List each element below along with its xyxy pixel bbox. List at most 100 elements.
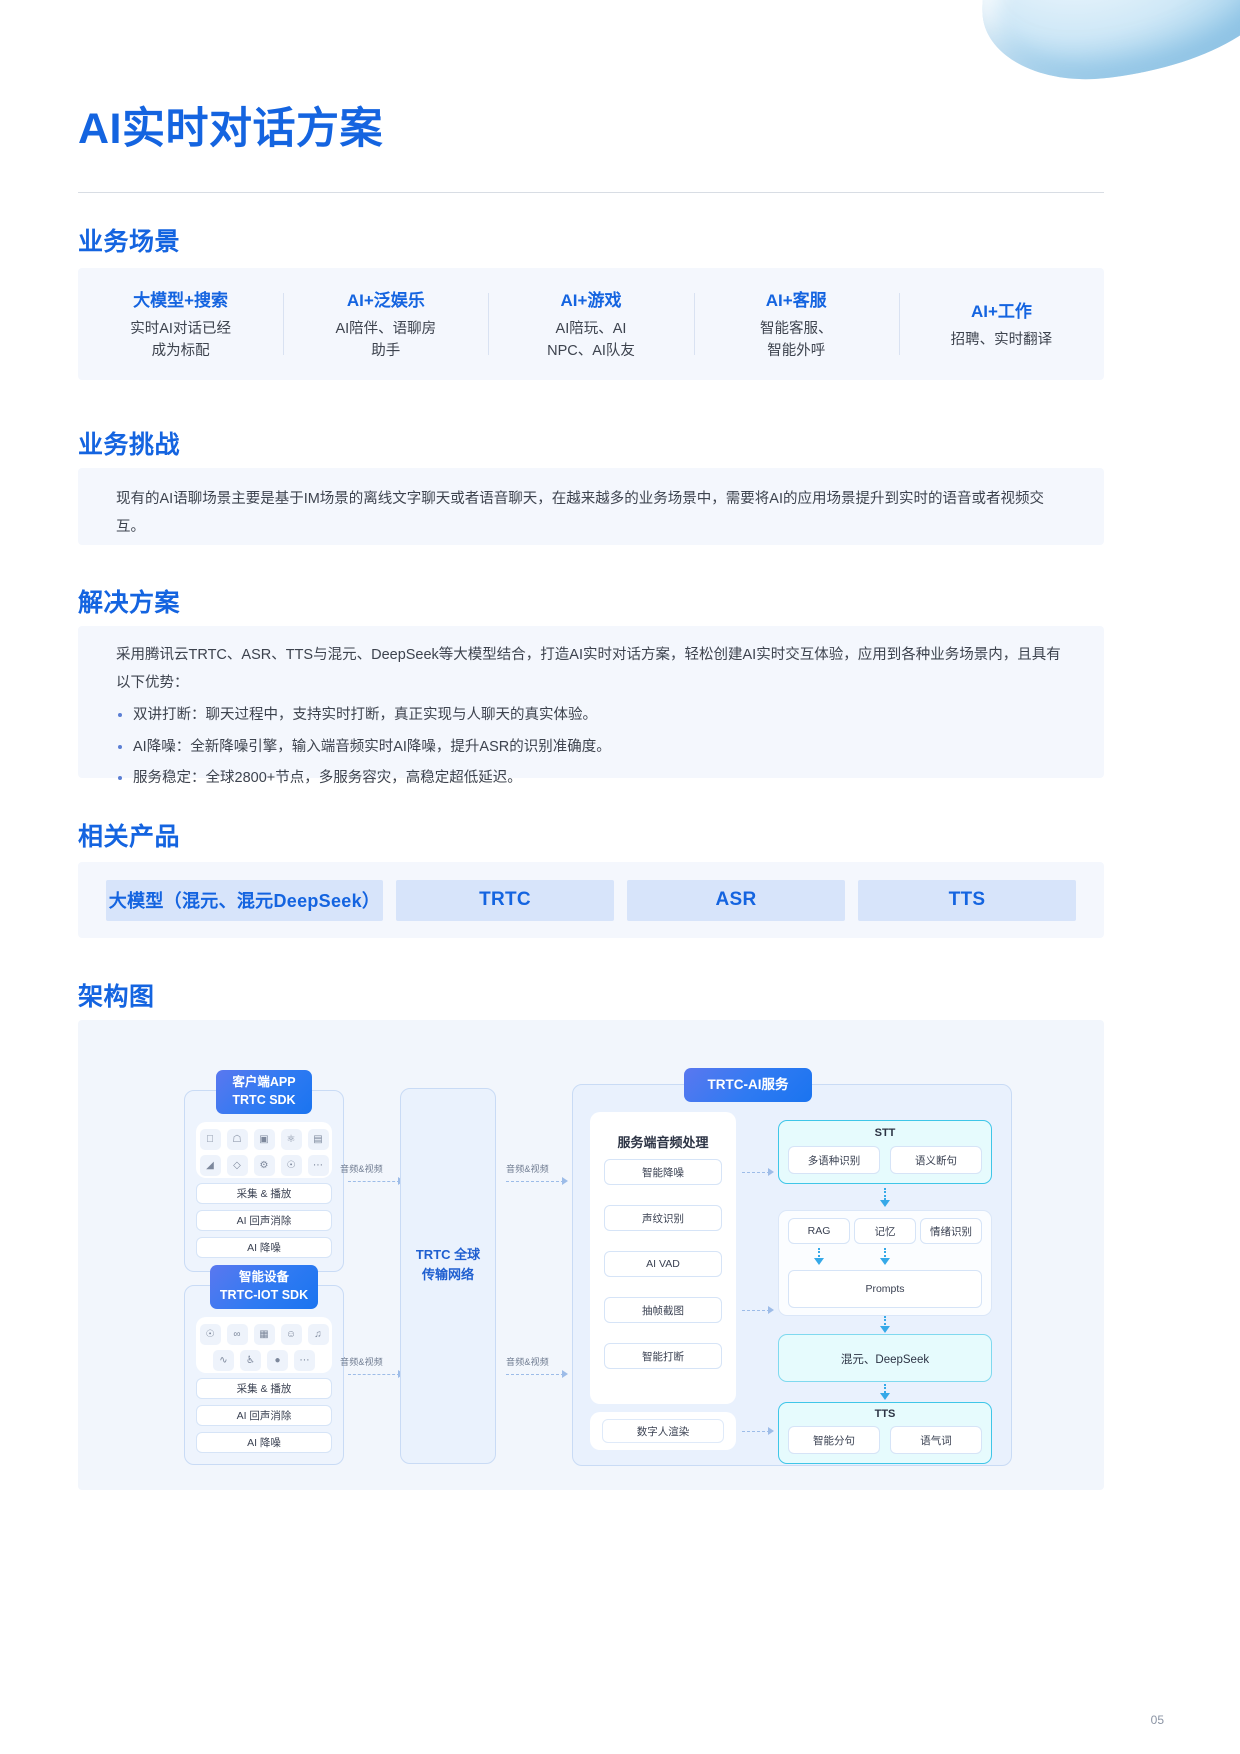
- arrow-icon: [880, 1258, 890, 1265]
- more-icon: ⋯: [307, 1155, 329, 1176]
- device-item-capture: 采集 & 播放: [196, 1378, 332, 1399]
- section-heading-scenarios: 业务场景: [78, 228, 181, 256]
- context-item-0: RAG: [788, 1218, 850, 1244]
- headset-icon: ♿: [240, 1350, 261, 1371]
- flow-arrow-3: [506, 1374, 564, 1375]
- trtc-ai-service-tag: TRTC-AI服务: [684, 1068, 812, 1102]
- settings-icon: ⚙: [253, 1155, 275, 1176]
- android-icon: ☖: [226, 1129, 248, 1150]
- list-item: 服务稳定：全球2800+节点，多服务容灾，高稳定超低延迟。: [116, 767, 1068, 789]
- audio-item-2: AI VAD: [604, 1251, 722, 1277]
- section-heading-architecture: 架构图: [78, 983, 155, 1011]
- llm-item-label: 混元、DeepSeek: [840, 1354, 930, 1366]
- scenario-title: 大模型+搜索: [133, 290, 229, 310]
- client-app-tag-line1: 客户端APP: [232, 1075, 296, 1090]
- product-chip-asr[interactable]: ASR: [627, 879, 845, 921]
- context-item-2: 情绪识别: [920, 1218, 982, 1244]
- chip-icon: ▦: [253, 1324, 275, 1345]
- flow-connector: [884, 1384, 886, 1396]
- flow-connector: [884, 1316, 886, 1328]
- windows-icon: ▣: [253, 1129, 275, 1150]
- flow-label-1: 音频&视频: [506, 1164, 550, 1174]
- arrow-line: [742, 1431, 770, 1432]
- device-item-aec: AI 回声消除: [196, 1405, 332, 1426]
- prompts-item: Prompts: [788, 1270, 982, 1308]
- scenario-card-2: AI+游戏 AI陪玩、AI NPC、AI队友: [488, 286, 693, 363]
- arrow-icon: [768, 1306, 774, 1314]
- trtc-network-label: TRTC 全球 传输网络: [400, 1245, 496, 1284]
- device-icon-grid: ☉ ∞ ▦ ☺ ♫ ∿ ♿ ● ⋯: [196, 1317, 332, 1373]
- flow-connector: [818, 1248, 820, 1260]
- flow-connector: [884, 1188, 886, 1200]
- scenario-desc-line2: 智能外呼: [767, 343, 826, 359]
- arrow-line: [742, 1172, 770, 1173]
- solution-panel: 采用腾讯云TRTC、ASR、TTS与混元、DeepSeek等大模型结合，打造AI…: [78, 626, 1104, 786]
- trtc-ai-service-tag-label: TRTC-AI服务: [707, 1077, 789, 1093]
- device-tag-line1: 智能设备: [238, 1270, 289, 1285]
- solution-bullet-list: 双讲打断：聊天过程中，支持实时打断，真正实现与人聊天的真实体验。 AI降噪：全新…: [116, 704, 1068, 789]
- page-number: 05: [1150, 1713, 1164, 1727]
- client-item-capture: 采集 & 播放: [196, 1183, 332, 1204]
- flow-arrow-2: [348, 1374, 400, 1375]
- flow-label-3: 音频&视频: [506, 1357, 550, 1367]
- llm-block: [778, 1334, 992, 1382]
- arrow-icon: [562, 1177, 568, 1185]
- flow-label-0: 音频&视频: [340, 1164, 384, 1174]
- product-chip-llm[interactable]: 大模型（混元、混元DeepSeek）: [106, 879, 383, 921]
- arrow-icon: [880, 1393, 890, 1400]
- products-panel: 大模型（混元、混元DeepSeek） TRTC ASR TTS: [78, 862, 1104, 938]
- scenario-title: AI+泛娱乐: [346, 290, 425, 310]
- device-tag: 智能设备 TRTC-IOT SDK: [210, 1265, 318, 1309]
- scenario-card-4: AI+工作 招聘、实时翻译: [899, 297, 1104, 351]
- solution-paragraph: 采用腾讯云TRTC、ASR、TTS与混元、DeepSeek等大模型结合，打造AI…: [116, 647, 1061, 691]
- tts-item-1: 语气词: [890, 1426, 982, 1454]
- scenario-title: AI+工作: [970, 301, 1032, 321]
- device-tag-line2: TRTC-IOT SDK: [219, 1288, 309, 1302]
- scenarios-panel: 大模型+搜索 实时AI对话已经 成为标配 AI+泛娱乐 AI陪伴、语聊房 助手 …: [78, 268, 1104, 380]
- network-line2: 传输网络: [421, 1266, 474, 1282]
- stt-title: STT: [874, 1127, 896, 1139]
- audio-item-0: 智能降噪: [604, 1159, 722, 1185]
- flutter-icon: ◢: [199, 1155, 221, 1176]
- decorative-blob: [940, 0, 1240, 110]
- client-app-tag-line2: TRTC SDK: [232, 1093, 296, 1107]
- avatar-render-item: 数字人渲染: [602, 1419, 724, 1443]
- scenario-desc-line1: 智能客服、: [759, 320, 833, 337]
- electron-icon: ▤: [307, 1129, 329, 1150]
- arrow-icon: [880, 1326, 890, 1333]
- link-icon: ∞: [226, 1324, 248, 1345]
- network-line1: TRTC 全球: [415, 1247, 481, 1262]
- section-heading-solution: 解决方案: [78, 589, 181, 617]
- server-audio-title: 服务端音频处理: [617, 1135, 709, 1150]
- react-icon: ⚛: [280, 1129, 302, 1150]
- arrow-icon: [880, 1200, 890, 1207]
- scenario-title: AI+客服: [765, 290, 827, 310]
- client-icon-grid:  ☖ ▣ ⚛ ▤ ◢ ◇ ⚙ ☉ ⋯: [196, 1122, 332, 1178]
- robot-icon: ☺: [280, 1324, 302, 1345]
- client-item-aec: AI 回声消除: [196, 1210, 332, 1231]
- product-chip-trtc[interactable]: TRTC: [396, 879, 614, 921]
- section-heading-products: 相关产品: [78, 823, 181, 851]
- unity-icon: ◇: [226, 1155, 248, 1176]
- camera-icon: ☉: [199, 1324, 221, 1345]
- flow-arrow-1: [506, 1181, 564, 1182]
- scenario-card-0: 大模型+搜索 实时AI对话已经 成为标配: [78, 286, 283, 363]
- more-icon: ⋯: [294, 1350, 315, 1371]
- arrow-line: [742, 1310, 770, 1311]
- client-app-tag: 客户端APP TRTC SDK: [216, 1070, 312, 1114]
- scenario-desc-line2: NPC、AI队友: [547, 343, 635, 359]
- arrow-icon: [768, 1427, 774, 1435]
- page-title: AI实时对话方案: [78, 105, 383, 153]
- web-icon: ☉: [280, 1155, 302, 1176]
- scenario-desc-line2: 成为标配: [151, 343, 210, 359]
- product-chip-tts[interactable]: TTS: [858, 879, 1076, 921]
- audio-item-4: 智能打断: [604, 1343, 722, 1369]
- wave-icon: ∿: [213, 1350, 234, 1371]
- flow-label-2: 音频&视频: [340, 1357, 384, 1367]
- title-divider: [78, 192, 1104, 193]
- apple-icon: : [199, 1129, 221, 1150]
- scenario-card-1: AI+泛娱乐 AI陪伴、语聊房 助手: [283, 286, 488, 363]
- arrow-icon: [562, 1370, 568, 1378]
- device-item-ans: AI 降噪: [196, 1432, 332, 1453]
- audio-item-1: 声纹识别: [604, 1205, 722, 1231]
